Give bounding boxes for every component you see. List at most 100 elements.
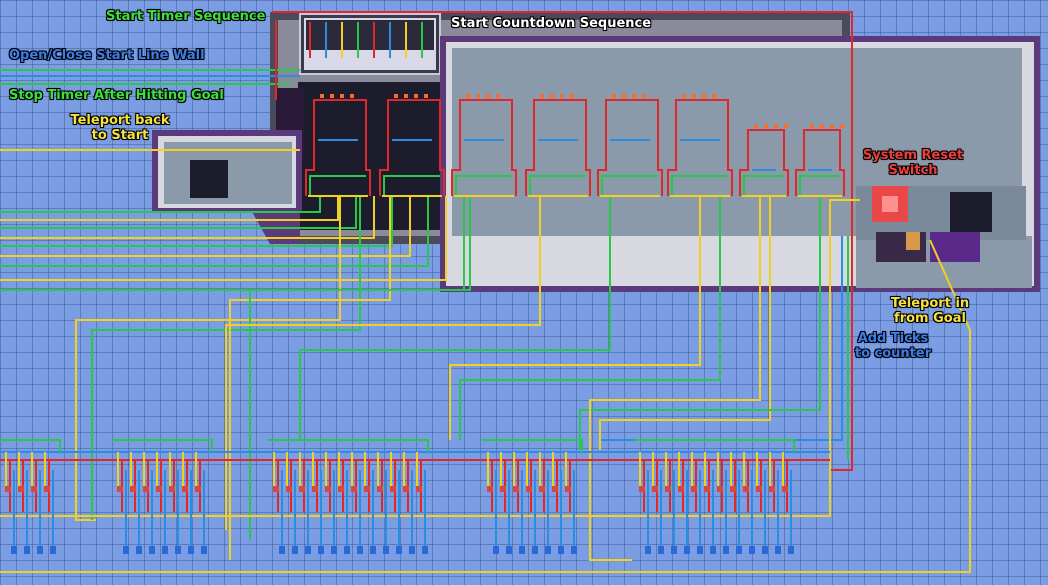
gate-torch xyxy=(550,94,554,98)
counter-lamp xyxy=(286,486,292,492)
counter-lamp xyxy=(11,546,17,554)
counter-lamp xyxy=(201,546,207,554)
gate-torch xyxy=(466,94,470,98)
teleport-room xyxy=(152,130,302,244)
label-teleport-back-line1: Teleport back xyxy=(70,113,170,128)
wire-yellow xyxy=(589,196,761,561)
counter-lamp xyxy=(684,546,690,554)
gate-green xyxy=(383,175,440,196)
wire-yellow xyxy=(0,196,339,221)
counter-lamp xyxy=(143,486,149,492)
counter-lamp xyxy=(136,546,142,554)
gate-torch xyxy=(486,94,490,98)
label-start-timer: Start Timer Sequence xyxy=(106,9,266,24)
counter-lamp xyxy=(299,486,305,492)
gate-torch xyxy=(754,124,758,128)
gate-torch xyxy=(712,94,716,98)
counter-lamp xyxy=(318,546,324,554)
gate-torch xyxy=(840,124,844,128)
gate-torch xyxy=(560,94,564,98)
wire-green xyxy=(299,196,611,440)
counter-green xyxy=(0,439,61,452)
counter-lamp xyxy=(756,486,762,492)
counter-lamp xyxy=(24,546,30,554)
gate-red xyxy=(597,99,663,196)
wire-yellow xyxy=(0,239,971,573)
gate-torch xyxy=(540,94,544,98)
gate-red xyxy=(525,99,591,196)
counter-lamp xyxy=(409,546,415,554)
gate-green xyxy=(799,175,840,196)
gate-red xyxy=(667,99,733,196)
counter-lamp xyxy=(558,546,564,554)
gate-red xyxy=(739,129,789,196)
counter-lamp xyxy=(665,486,671,492)
counter-lamp xyxy=(513,486,519,492)
label-teleport-in: Teleport in from Goal xyxy=(886,296,974,326)
counter-green xyxy=(112,439,213,452)
counter-lamp xyxy=(312,486,318,492)
counter-lamp xyxy=(37,546,43,554)
gate-torch xyxy=(320,94,324,98)
counter-lamp xyxy=(18,486,24,492)
counter-lamp xyxy=(671,546,677,554)
gate-torch xyxy=(350,94,354,98)
gate-torch xyxy=(424,94,428,98)
counter-lamp xyxy=(652,486,658,492)
gate-green xyxy=(529,175,586,196)
wire-yellow xyxy=(0,199,860,517)
counter-lamp xyxy=(31,486,37,492)
wire-green xyxy=(0,196,321,213)
label-add-ticks-line2: to counter xyxy=(854,346,932,361)
counter-lamp xyxy=(658,546,664,554)
counter-lamp xyxy=(691,486,697,492)
gate-red xyxy=(305,99,371,196)
wire-green xyxy=(249,196,471,540)
counter-lamp xyxy=(519,546,525,554)
gate-torch xyxy=(642,94,646,98)
counter-lamp xyxy=(422,546,428,554)
label-teleport-back: Teleport back to Start xyxy=(68,113,172,143)
wires xyxy=(0,11,971,573)
wire-green xyxy=(459,196,721,440)
label-add-ticks-line1: Add Ticks xyxy=(857,331,929,346)
label-open-close-wall: Open/Close Start Line Wall xyxy=(9,48,205,63)
counter-lamp xyxy=(390,486,396,492)
counter-lamp xyxy=(130,486,136,492)
counter-lamp xyxy=(344,546,350,554)
gate-torch xyxy=(340,94,344,98)
counter-lamp xyxy=(743,486,749,492)
gate-torch xyxy=(764,124,768,128)
gate-torch xyxy=(632,94,636,98)
gate-torch xyxy=(702,94,706,98)
counter-lamp xyxy=(188,546,194,554)
counter-lamp xyxy=(403,486,409,492)
counter-lamp xyxy=(175,546,181,554)
counter-lamp xyxy=(500,486,506,492)
gate-torch xyxy=(570,94,574,98)
gate-torch xyxy=(784,124,788,128)
counter-lamp xyxy=(539,486,545,492)
counter-lamp xyxy=(305,546,311,554)
counter-lamp xyxy=(710,546,716,554)
wire-yellow xyxy=(0,196,375,239)
gate-green xyxy=(309,175,366,196)
counter-lamp xyxy=(357,546,363,554)
wire-yellow xyxy=(449,196,701,440)
counter-lamp xyxy=(639,486,645,492)
counter-lamp xyxy=(704,486,710,492)
counter-green xyxy=(634,439,795,452)
gate-red xyxy=(795,129,845,196)
counter-lamp xyxy=(487,486,493,492)
gate-torch xyxy=(476,94,480,98)
label-teleport-in-line2: from Goal xyxy=(894,311,966,326)
gate-torch xyxy=(820,124,824,128)
counter-lamp xyxy=(396,546,402,554)
counter-lamp xyxy=(769,486,775,492)
counter-lamp xyxy=(717,486,723,492)
counter-lamp xyxy=(571,546,577,554)
counter-lamp xyxy=(182,486,188,492)
counter-lamp xyxy=(331,546,337,554)
